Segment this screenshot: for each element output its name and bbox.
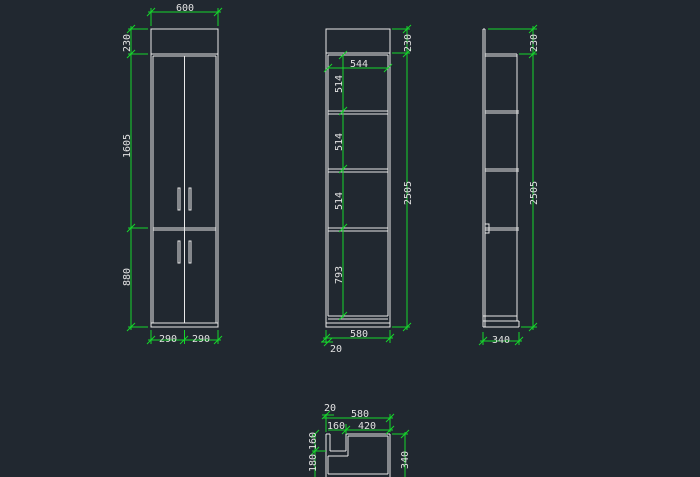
dim-shelf-3: 514: [334, 192, 345, 210]
dim-plan-width: 580: [351, 409, 369, 420]
front-dimensions: 600 230 1605 880 290 290: [122, 3, 223, 345]
dim-plan-inner: 420: [358, 421, 376, 432]
dim-side-depth: 340: [492, 335, 510, 346]
dim-outer-width: 580: [350, 329, 368, 340]
dim-front-top: 230: [122, 34, 133, 52]
dim-plan-depth: 340: [400, 451, 411, 469]
dim-inner-width: 544: [350, 59, 368, 70]
door-handle: [188, 187, 192, 211]
dim-side-top: 230: [529, 34, 540, 52]
side-dimensions: 230 2505 340: [478, 24, 540, 346]
dim-shelf-4: 793: [334, 266, 345, 284]
dim-plan-depth-a: 160: [308, 432, 319, 450]
dim-front-width: 600: [176, 3, 194, 14]
dim-plan-depth-b: 180: [308, 454, 319, 472]
dim-shelf-1: 514: [334, 75, 345, 93]
dim-front-lower: 880: [122, 268, 133, 286]
dim-interior-total: 2505: [403, 181, 414, 205]
dim-side-total: 2505: [529, 181, 540, 205]
dim-side-thickness: 20: [330, 344, 342, 355]
dim-plan-offset: 160: [327, 421, 345, 432]
plan-dimensions: 20 580 160 420 160 180 340: [308, 403, 411, 477]
front-outline: [150, 28, 219, 328]
interior-dimensions: 544 514 514 514 793 230 2505 580 20: [321, 24, 414, 355]
front-view: [150, 28, 219, 328]
dim-front-upper: 1605: [122, 134, 133, 158]
door-handle: [177, 187, 181, 211]
side-view: [482, 28, 520, 328]
plan-view: [325, 433, 391, 477]
door-handle: [177, 240, 181, 264]
interior-view: [325, 28, 391, 328]
door-handle: [188, 240, 192, 264]
dim-shelf-2: 514: [334, 133, 345, 151]
dim-plan-side: 20: [324, 403, 336, 414]
dim-left-door: 290: [159, 334, 177, 345]
dim-interior-top: 230: [403, 34, 414, 52]
dim-right-door: 290: [192, 334, 210, 345]
